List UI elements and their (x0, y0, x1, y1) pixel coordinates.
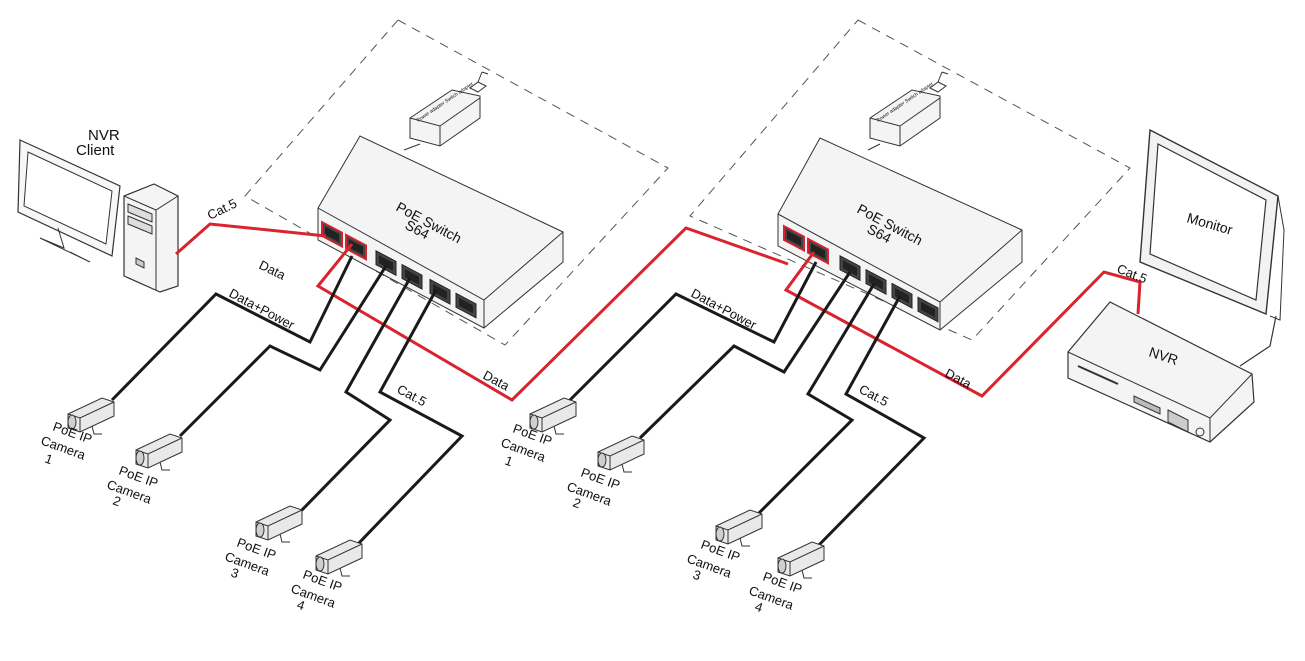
left-power-boundary (244, 19, 669, 346)
right-camera-4-l3: 4 (753, 599, 765, 616)
left-camera-4 (315, 539, 363, 577)
left-camera-3 (255, 505, 303, 543)
right-camera-1-l3: 1 (503, 453, 515, 470)
left-power-adapter: Power adapter Switch adapter (409, 71, 489, 147)
left-cat5-lower: Cat.5 (395, 381, 429, 409)
left-data-top: Data (257, 257, 289, 283)
left-camera-3-l3: 3 (229, 565, 241, 582)
right-camera1-cable (568, 261, 818, 402)
left-camera1-cable (110, 255, 354, 402)
client-label-line2: Client (76, 142, 115, 159)
right-camera4-cable (814, 295, 927, 550)
client-label-line1: NVR (88, 127, 120, 144)
right-cat5-lower: Cat.5 (857, 381, 891, 409)
right-poe-switch: PoE Switch S64 (777, 137, 1023, 331)
right-camera-3-l3: 3 (691, 567, 703, 584)
nvr-client-computer (17, 139, 179, 293)
left-camera-2 (135, 433, 183, 471)
right-camera-2 (597, 435, 645, 473)
left-data-power: Data+Power (227, 285, 298, 332)
right-camera3-cable (754, 283, 876, 518)
left-poe-switch: PoE Switch S64 (317, 135, 564, 329)
nvr-device: NVR (1067, 301, 1255, 443)
left-camera2-cable (178, 265, 388, 438)
left-uplink-cable (315, 226, 789, 402)
left-camera3-cable (298, 277, 412, 514)
left-camera-2-l3: 2 (111, 493, 123, 510)
right-camera-2-l3: 2 (571, 495, 583, 512)
right-camera2-cable (638, 271, 852, 440)
left-camera-4-l3: 4 (295, 597, 307, 614)
right-camera-3 (715, 509, 763, 547)
left-cat5-top: Cat.5 (205, 196, 240, 223)
left-camera4-cable (356, 289, 465, 546)
right-data-power: Data+Power (689, 285, 760, 332)
left-camera-1-l3: 1 (43, 451, 55, 468)
monitor: Monitor (1139, 128, 1285, 367)
right-cat5-nvr: Cat.5 (1115, 261, 1149, 287)
right-camera-4 (777, 541, 825, 579)
right-uplink-cable (783, 251, 1142, 398)
left-client-cable (175, 222, 327, 256)
right-power-adapter: Power adapter Switch adapter (869, 71, 949, 147)
